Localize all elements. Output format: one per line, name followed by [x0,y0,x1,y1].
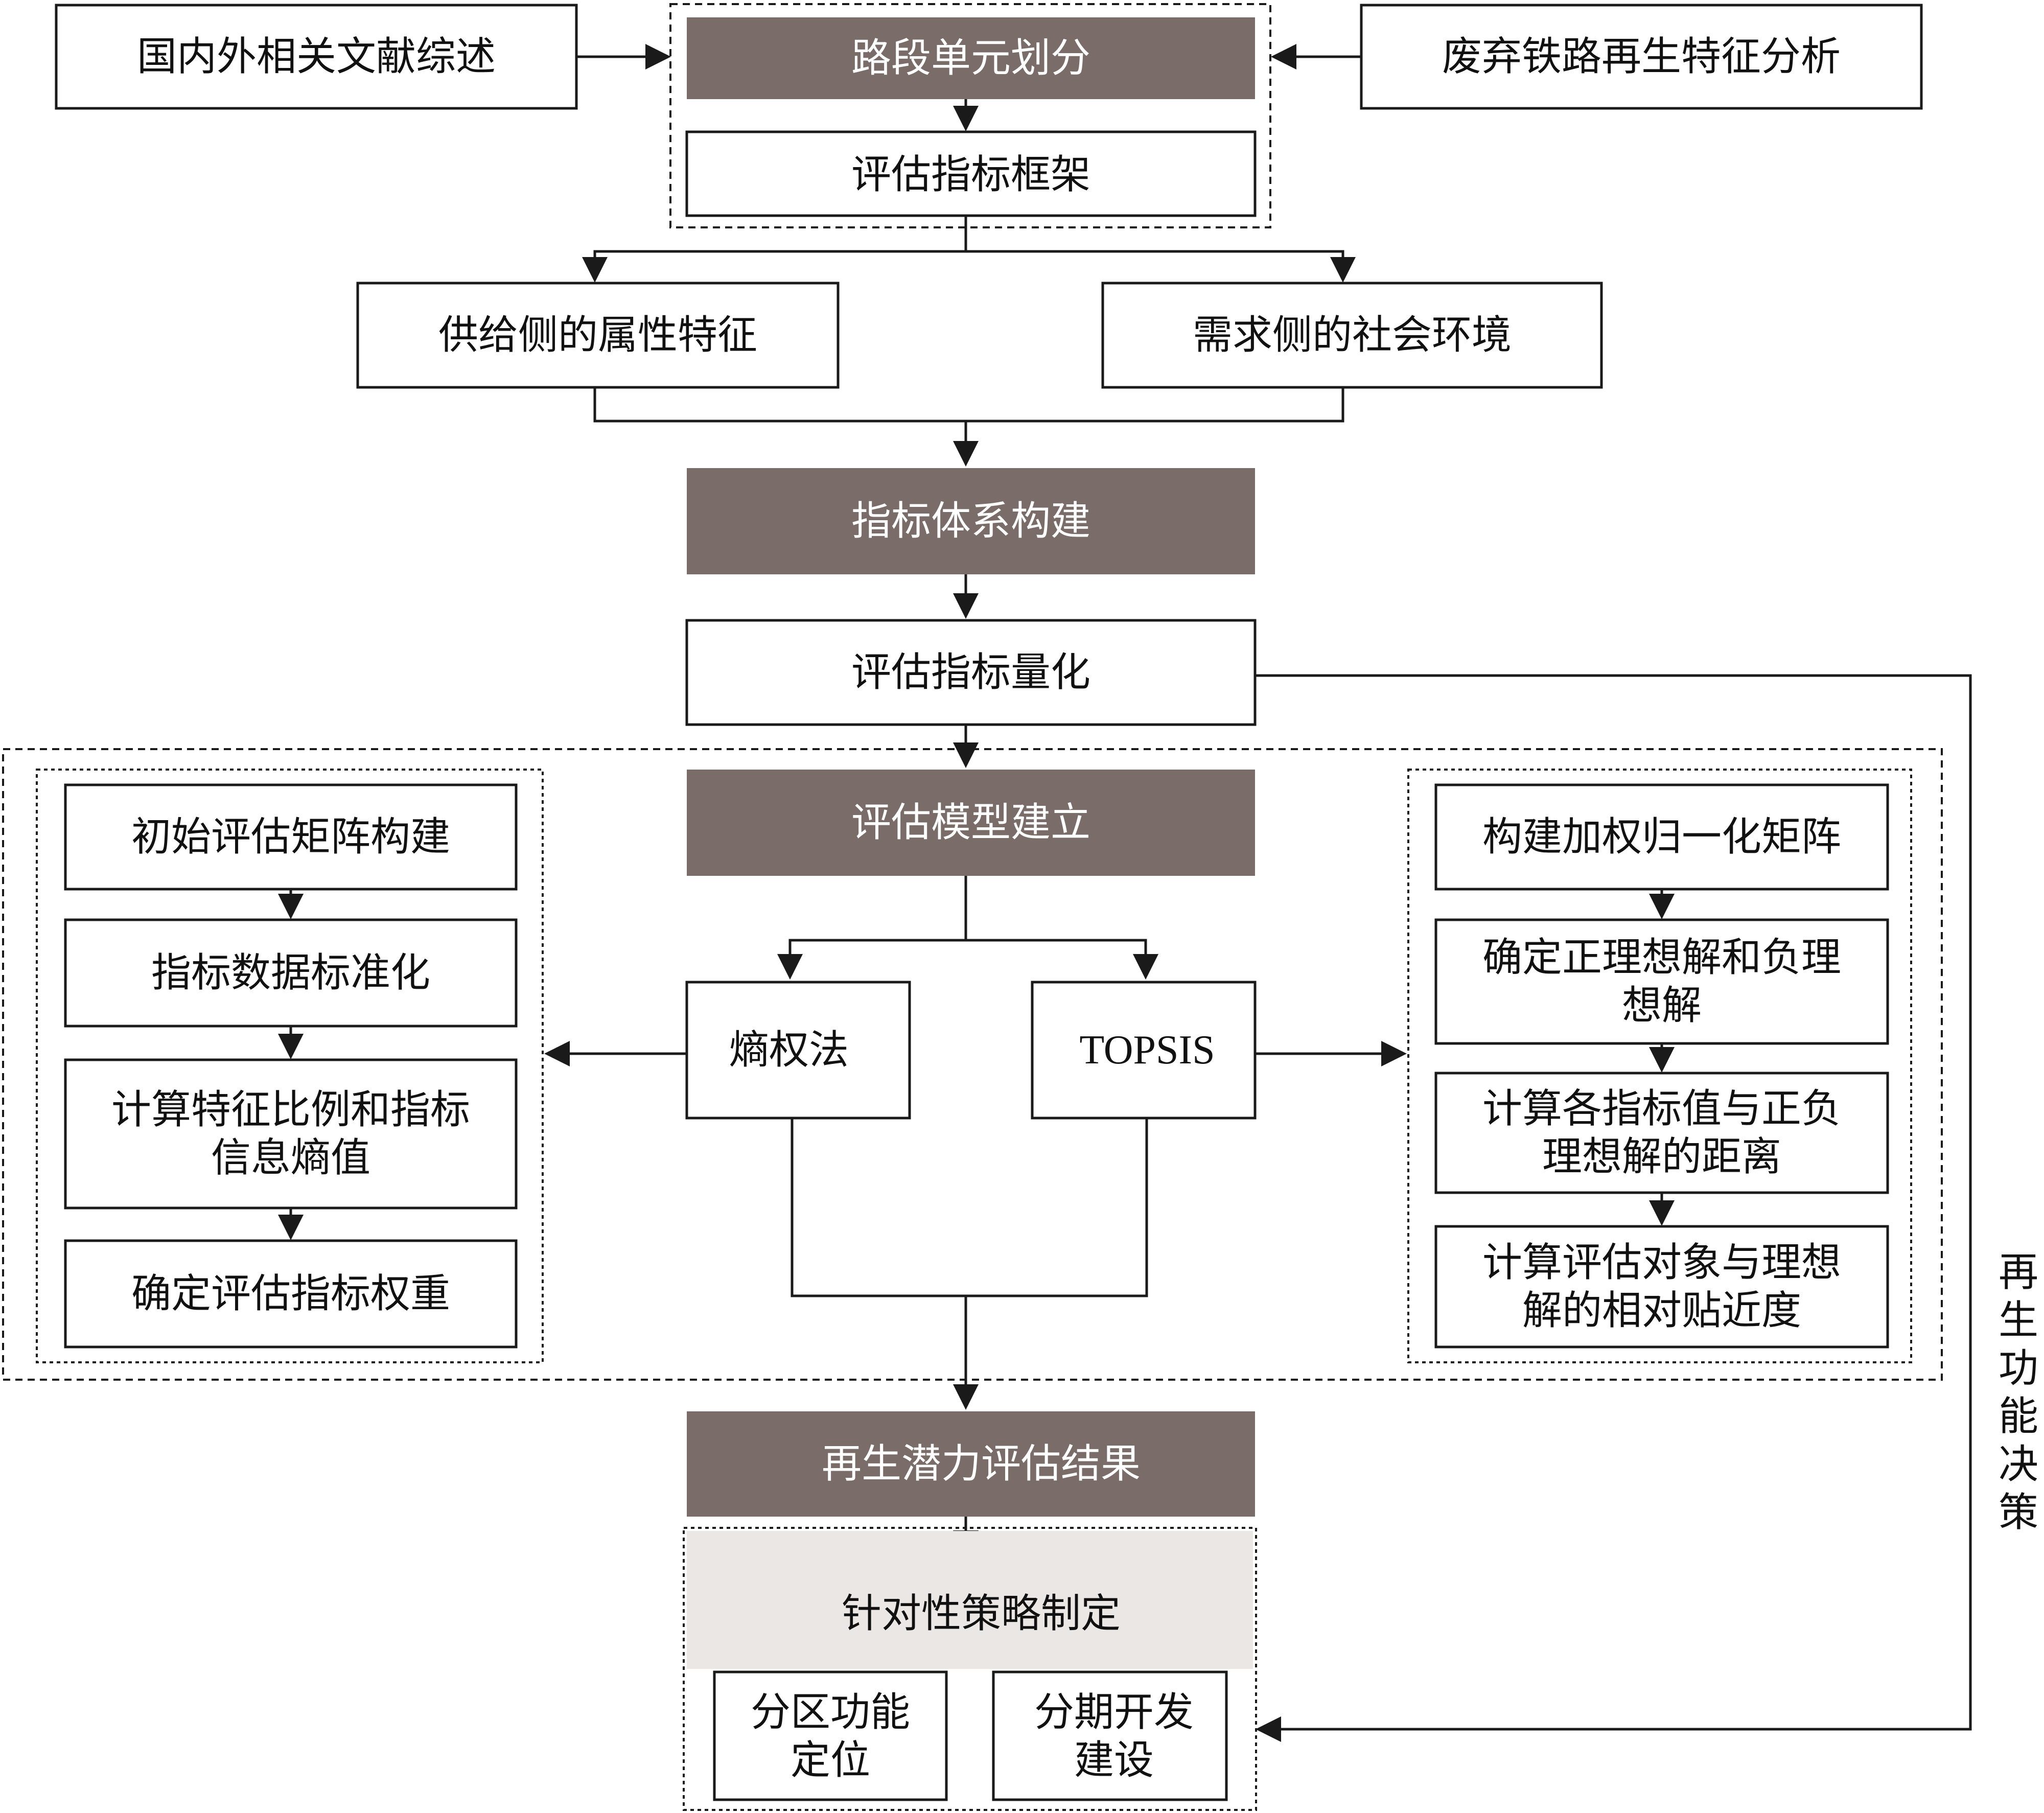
entropy-step-box-4 [64,1239,518,1349]
demand-side-label: 需求侧的社会环境 [1193,312,1512,358]
entropy-step-box-2 [64,918,518,1028]
topsis-box [1031,981,1257,1120]
side-label-char-1: 再 [1999,1249,2038,1295]
entropy-step-label-2-1: 指标数据标准化 [151,950,430,996]
strategy-title-label: 针对性策略制定 [842,1591,1121,1637]
zoning-function-line-1: 分区功能 [751,1689,910,1735]
indicator-quantify-box [685,619,1257,726]
arrow-framework-to-supply [582,216,967,283]
regeneration-feature-analysis-box [1360,4,1923,110]
entropy-step-label-1-1: 初始评估矩阵构建 [131,814,450,860]
entropy-step-box-3 [64,1058,518,1210]
strategy-header-box [687,1531,1253,1669]
entropy-step-label-3-2: 信息熵值 [211,1135,370,1181]
zoning-function-box [713,1670,948,1801]
potential-result-label: 再生潜力评估结果 [822,1441,1141,1487]
segmentation-label: 路段单元划分 [851,35,1090,81]
potential-result-box [687,1411,1255,1517]
entropy-step-label-4-1: 确定评估指标权重 [131,1271,450,1317]
side-label-char-2: 生 [1999,1297,2038,1343]
side-label-char-4: 能 [1999,1393,2038,1439]
indicator-quantify-label: 评估指标量化 [851,649,1090,695]
topsis-steps-frame [1407,769,1912,1363]
merge-line-methods [791,1118,1148,1297]
model-section-frame [2,748,1943,1381]
supply-side-label: 供给侧的属性特征 [438,312,757,358]
topsis-step-label-1-1: 构建加权归一化矩阵 [1482,814,1841,860]
strategy-frame [683,1527,1257,1811]
topsis-step-label-2-1: 确定正理想解和负理 [1482,935,1841,981]
topsis-step-box-1 [1434,783,1889,891]
literature-review-label: 国内外相关文献综述 [137,34,496,80]
topsis-step-box-3 [1434,1072,1889,1194]
supply-side-box [356,282,840,389]
literature-review-box [55,4,578,110]
topsis-step-label-2-2: 想解 [1622,983,1702,1029]
arrow-framework-to-demand [966,250,1356,283]
entropy-steps-frame [36,769,544,1363]
regeneration-feature-analysis-label: 废弃铁路再生特征分析 [1442,34,1841,80]
topsis-label: TOPSIS [1079,1028,1215,1073]
entropy-step-box-1 [64,783,518,891]
topsis-step-label-4-2: 解的相对贴近度 [1522,1288,1801,1334]
indicator-framework-label: 评估指标框架 [851,152,1090,198]
side-label-char-6: 策 [1999,1490,2038,1536]
demand-side-box [1101,282,1603,389]
indicator-framework-box [685,130,1257,217]
entropy-weight-box [685,981,911,1120]
indicator-system-build-label: 指标体系构建 [851,498,1090,544]
zoning-function-line-2: 定位 [791,1737,870,1783]
side-label-char-5: 决 [1999,1442,2038,1487]
model-build-label: 评估模型建立 [851,800,1090,846]
entropy-weight-label: 熵权法 [729,1027,849,1073]
phased-development-line-1: 分期开发 [1034,1689,1194,1735]
arrow-model-to-topsis [966,939,1158,980]
phased-development-box [992,1670,1228,1801]
topsis-step-label-3-2: 理想解的距离 [1542,1134,1781,1180]
topsis-steps: 构建加权归一化矩阵确定正理想解和负理想解计算各指标值与正负理想解的距离计算评估对… [1434,783,1889,1349]
topsis-step-label-4-1: 计算评估对象与理想 [1482,1240,1841,1286]
topsis-step-label-3-1: 计算各指标值与正负 [1482,1086,1841,1132]
arrow-model-to-entropy [777,876,967,980]
indicator-system-build-box [687,468,1255,574]
phased-development-line-2: 建设 [1074,1737,1154,1783]
framework-group-frame [669,3,1271,228]
side-label-char-3: 功 [1999,1345,2038,1391]
entropy-step-label-3-1: 计算特征比例和指标 [111,1087,470,1133]
segmentation-box [687,17,1255,99]
merge-line-sides [593,387,1344,423]
topsis-step-box-4 [1434,1225,1889,1349]
model-build-box [687,770,1255,876]
topsis-step-box-2 [1434,918,1889,1045]
arrow-regeneration-decision-feedback [1255,674,1972,1742]
